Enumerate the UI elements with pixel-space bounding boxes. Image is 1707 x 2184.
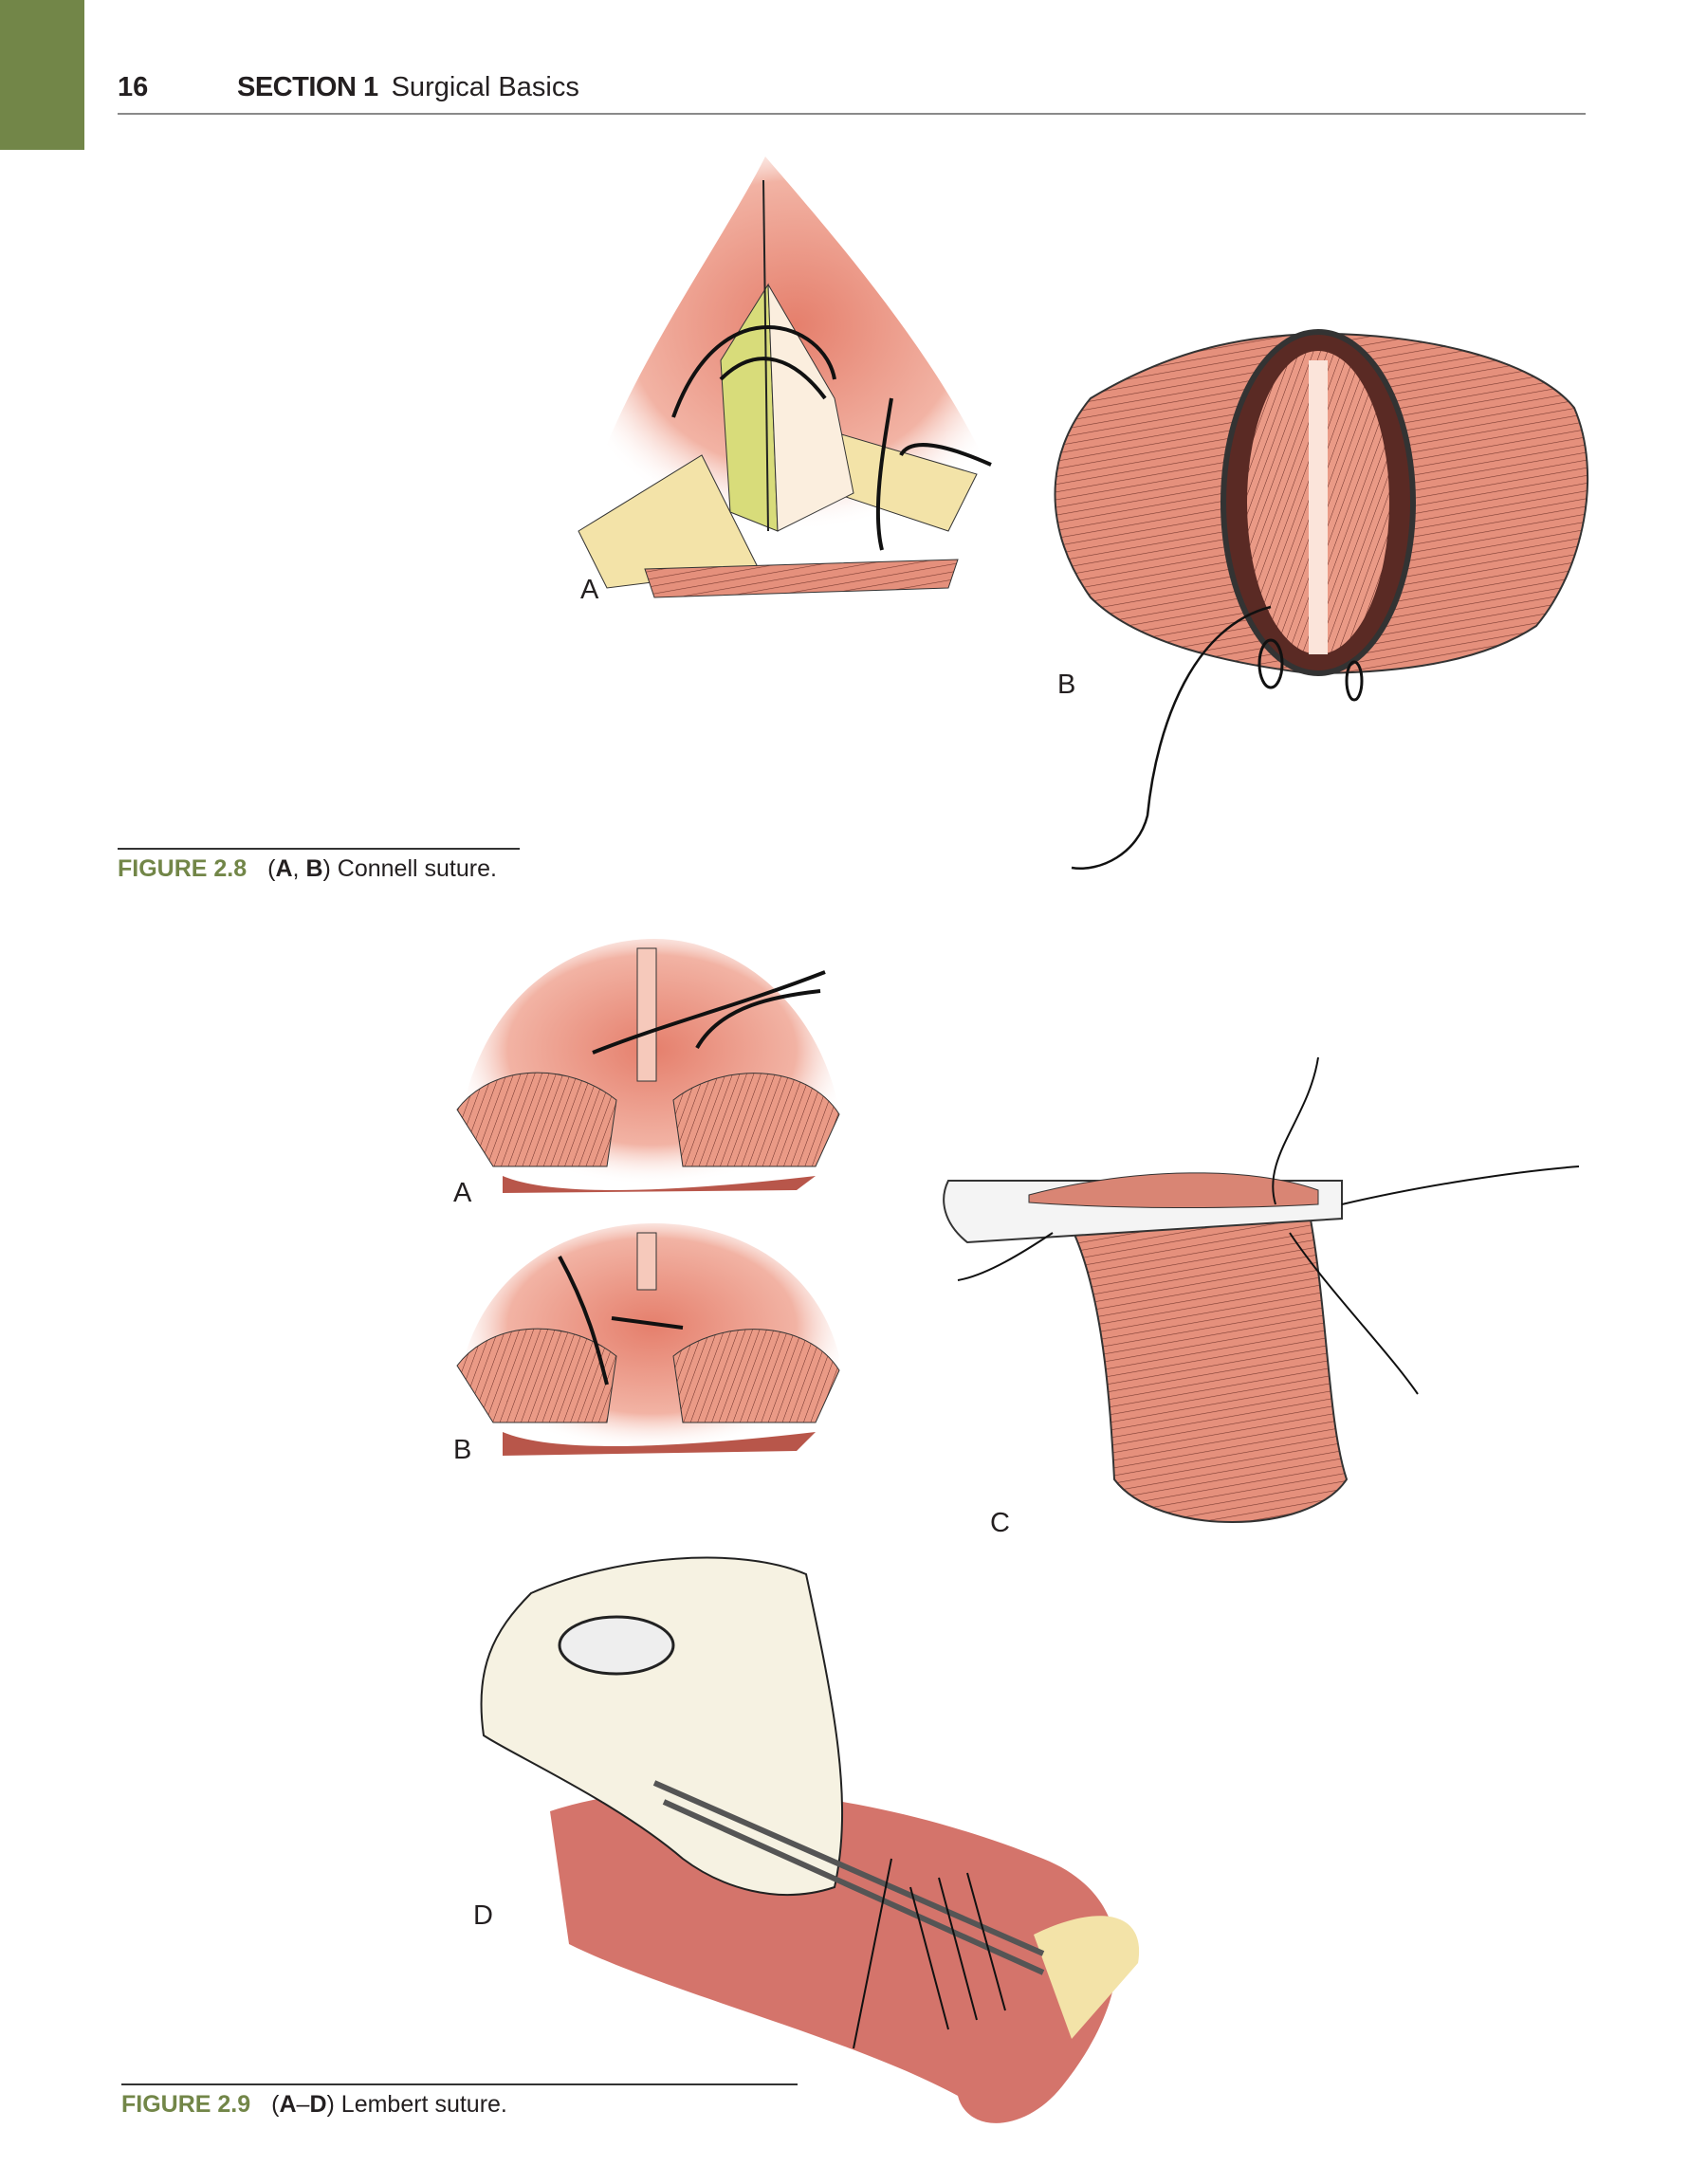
section-label: SECTION 1: [237, 72, 378, 102]
figure-2-9-panel-label-a: A: [453, 1178, 472, 1208]
figure-2-9-panel-label-c: C: [990, 1508, 1010, 1538]
figure-2-9-panel-label-d: D: [473, 1900, 493, 1931]
page-number: 16: [118, 72, 149, 102]
caption-text: ,: [292, 855, 306, 882]
caption-panel-ref: A: [275, 855, 293, 882]
figure-number: FIGURE 2.8: [118, 855, 248, 882]
caption-text: (: [267, 855, 276, 882]
figure-2-8-panel-a-illustration: [578, 156, 1011, 598]
caption-text: –: [296, 2091, 310, 2118]
section-title: Surgical Basics: [391, 72, 579, 102]
figure-2-9-panel-label-b: B: [453, 1435, 472, 1465]
figure-2-8-caption: FIGURE 2.8 (A, B) Connell suture.: [118, 855, 497, 883]
figure-2-8-panel-b-illustration: [1054, 329, 1589, 870]
figure-2-9-panel-a-illustration: [456, 939, 840, 1193]
figure-2-9-panel-b-illustration: [456, 1223, 840, 1456]
caption-panel-ref: A: [279, 2091, 297, 2118]
figure-2-9-panel-d-illustration: [480, 1556, 1140, 2123]
caption-text: (: [271, 2091, 280, 2118]
figure-2-9-caption: FIGURE 2.9 (A–D) Lembert suture.: [121, 2091, 507, 2119]
figure-2-9-caption-rule: [121, 2083, 798, 2085]
figure-2-8-caption-rule: [118, 848, 520, 850]
caption-text: ) Lembert suture.: [326, 2091, 507, 2118]
caption-panel-ref: D: [309, 2091, 327, 2118]
header-rule: [118, 113, 1586, 115]
chapter-tab: [0, 0, 84, 150]
figure-2-9-panel-c-illustration: [943, 1056, 1580, 1523]
caption-panel-ref: B: [305, 855, 323, 882]
caption-text: ) Connell suture.: [322, 855, 497, 882]
figure-2-8-panel-label-b: B: [1057, 670, 1076, 700]
figure-number: FIGURE 2.9: [121, 2091, 251, 2118]
running-header: 16 SECTION 1 Surgical Basics: [118, 72, 579, 103]
figure-2-8-panel-label-a: A: [580, 575, 599, 605]
